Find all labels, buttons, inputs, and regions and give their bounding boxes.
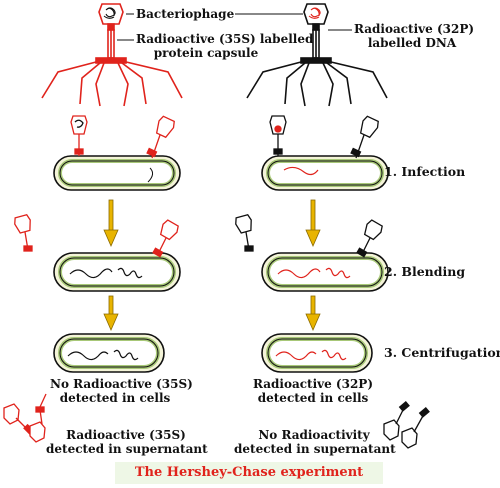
diagram-title: The Hershey-Chase experiment: [115, 462, 383, 484]
right-cells-result-line1: Radioactive (32P): [252, 377, 374, 391]
right-supernatant-line1: No Radioactivity: [258, 428, 370, 442]
left-cells-result-line2: detected in cells: [59, 391, 171, 405]
dna-label-line1: Radioactive (32P): [354, 22, 475, 36]
right-supernatant-line2: detected in supernatant: [234, 442, 396, 456]
protein-labelled-phage: [41, 3, 183, 107]
left-detached-phages: [14, 213, 179, 258]
right-supernatant-phages: [383, 400, 430, 449]
step-blending: 2. Blending: [384, 264, 466, 279]
right-blending-cell: [261, 252, 389, 292]
bacteriophage-label: Bacteriophage: [136, 7, 235, 21]
protein-label-line1: Radioactive (35S) labelled: [136, 32, 314, 46]
left-infection-cell: [53, 155, 181, 191]
label-leader-lines: [117, 13, 352, 41]
right-cells-result-line2: detected in cells: [257, 391, 369, 405]
dna-labelled-phage: [246, 3, 388, 107]
protein-label-line2: protein capsule: [153, 46, 259, 60]
right-infection-phages: [269, 115, 379, 159]
flow-arrows: [103, 199, 321, 331]
left-cells-result: No Radioactive (35S) detected in cells: [50, 377, 193, 405]
left-supernatant-phages: [3, 393, 47, 443]
left-centrifuged-cell: [53, 333, 165, 373]
left-infection-phages: [70, 115, 175, 159]
left-supernatant-line1: Radioactive (35S): [66, 428, 186, 442]
protein-capsule-label: Radioactive (35S) labelled protein capsu…: [136, 32, 314, 60]
right-centrifuged-cell: [261, 333, 373, 373]
right-detached-phages: [235, 213, 383, 258]
left-supernatant-result: Radioactive (35S) detected in supernatan…: [46, 428, 208, 456]
step-infection: 1. Infection: [384, 164, 466, 179]
left-supernatant-line2: detected in supernatant: [46, 442, 208, 456]
right-infection-cell: [261, 155, 389, 191]
right-supernatant-result: No Radioactivity detected in supernatant: [234, 428, 396, 456]
dna-label: Radioactive (32P) labelled DNA: [354, 22, 475, 50]
dna-label-line2: labelled DNA: [367, 36, 457, 50]
step-centrifugation: 3. Centrifugation: [384, 345, 500, 360]
left-blending-cell: [53, 252, 181, 292]
left-cells-result-line1: No Radioactive (35S): [50, 377, 193, 391]
right-cells-result: Radioactive (32P) detected in cells: [248, 377, 378, 405]
